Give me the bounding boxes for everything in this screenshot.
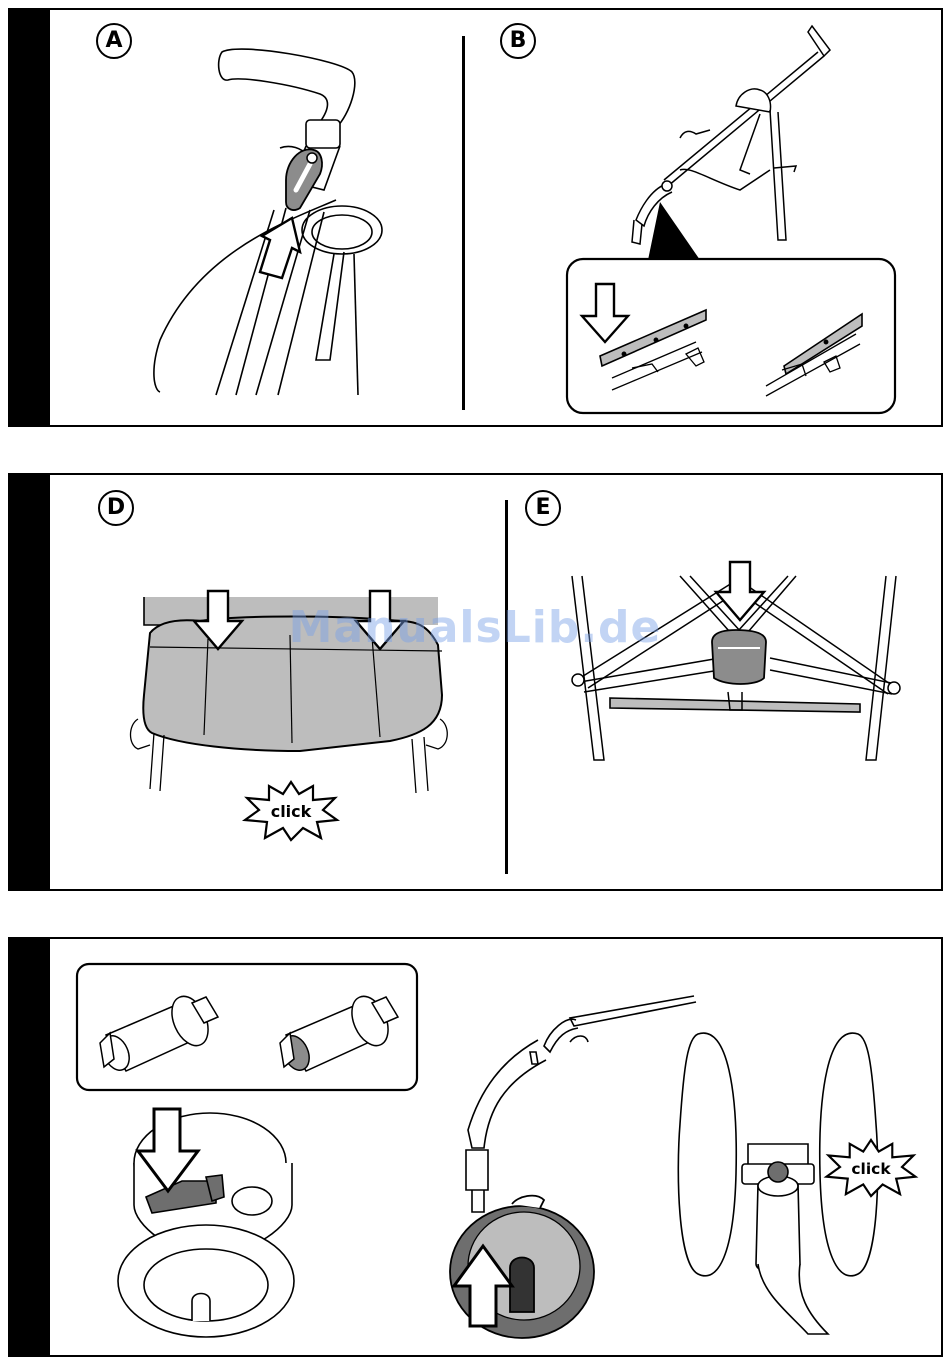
step-label-b: B bbox=[500, 23, 536, 59]
click-label-f: click bbox=[851, 1160, 891, 1178]
illustration-wheel-hub bbox=[112, 1105, 312, 1345]
panel-divider bbox=[462, 36, 465, 410]
inset-b-detail bbox=[566, 258, 898, 416]
click-burst-icon: click bbox=[243, 780, 339, 842]
illustration-fork-wheel bbox=[440, 990, 710, 1330]
lock-housing bbox=[712, 630, 766, 684]
inset-axle-pins bbox=[76, 963, 418, 1091]
click-label-d: click bbox=[271, 802, 312, 821]
illustration-a-handle-latch bbox=[140, 40, 450, 400]
illustration-e-frame-lock bbox=[560, 560, 920, 780]
panel-side-bar bbox=[10, 939, 50, 1355]
step-label-d: D bbox=[98, 490, 134, 526]
callout-pointer bbox=[648, 202, 700, 260]
panel-divider bbox=[505, 500, 508, 874]
illustration-b-stroller-side bbox=[620, 20, 840, 260]
up-arrow-icon bbox=[260, 218, 304, 280]
click-burst-icon: click bbox=[824, 1138, 918, 1198]
step-label-a: A bbox=[96, 23, 132, 59]
step-label-e: E bbox=[525, 490, 561, 526]
panel-side-bar bbox=[10, 10, 50, 425]
panel-side-bar bbox=[10, 475, 50, 889]
